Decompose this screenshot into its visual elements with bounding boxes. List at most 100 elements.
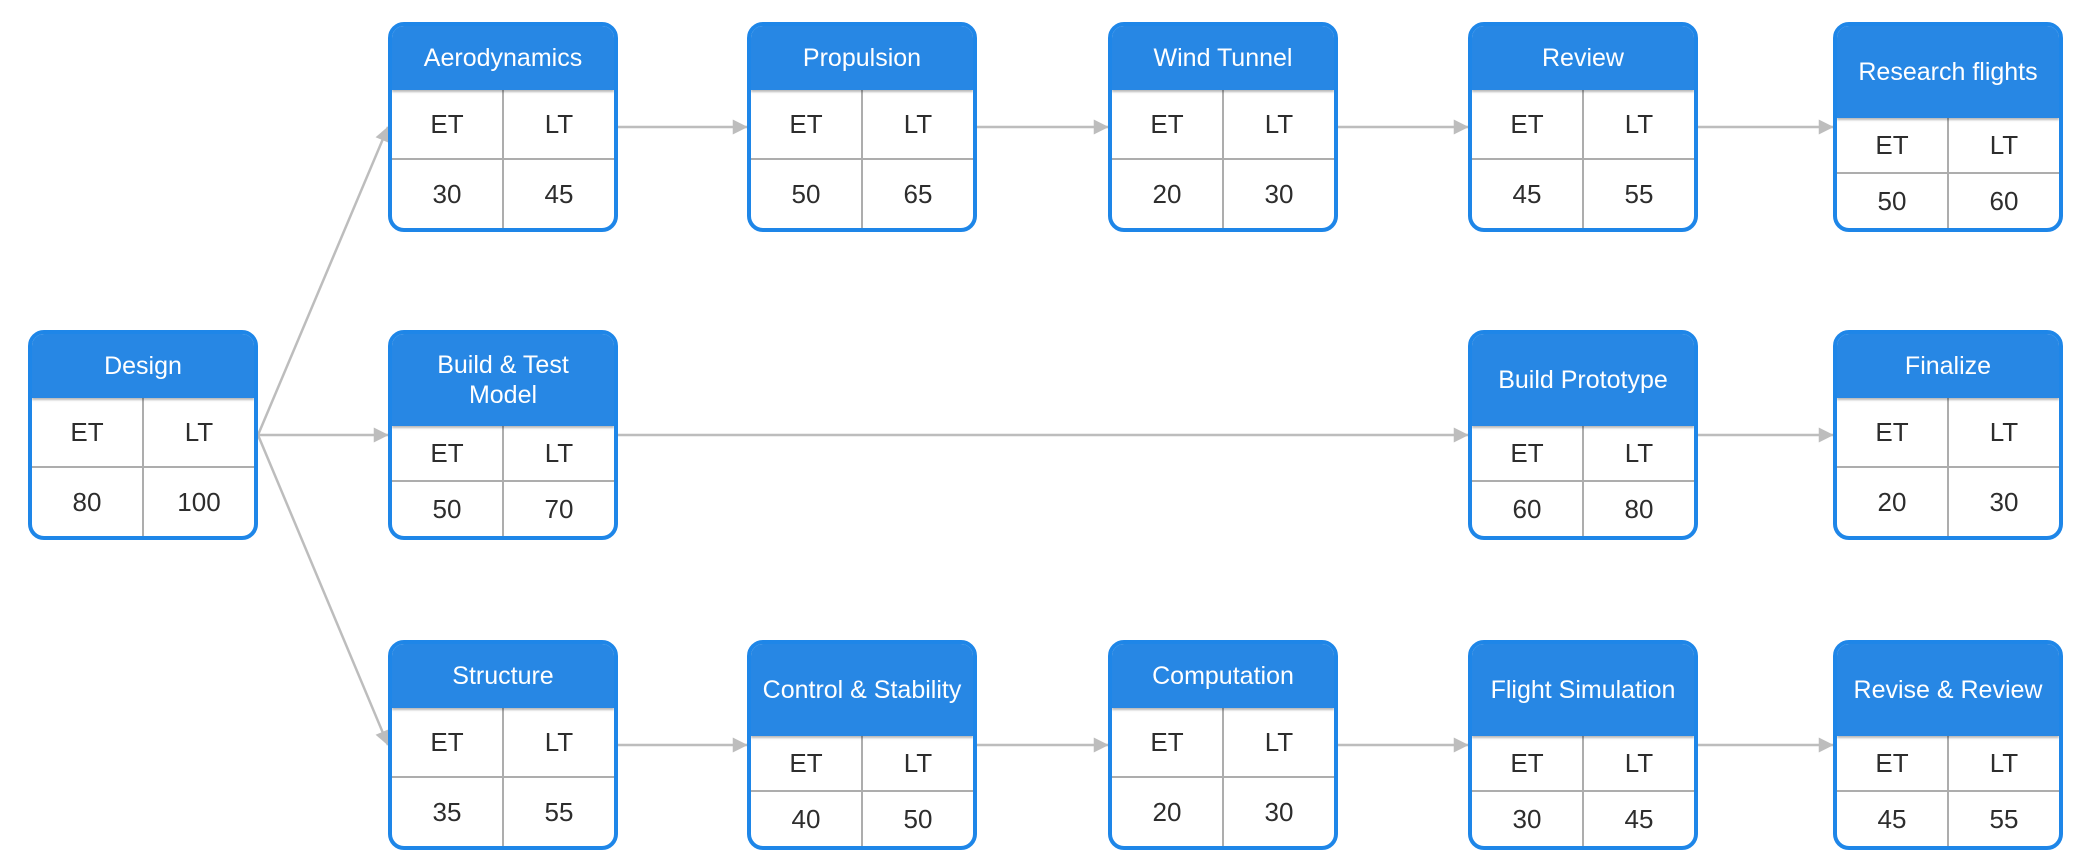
node-table: ET LT 30 45 bbox=[1472, 736, 1694, 846]
node-table: ET LT 35 55 bbox=[392, 708, 614, 846]
node-table: ET LT 60 80 bbox=[1472, 426, 1694, 536]
node-title: Wind Tunnel bbox=[1112, 26, 1334, 90]
et-header-cell: ET bbox=[789, 108, 823, 139]
et-header-cell: ET bbox=[70, 416, 104, 447]
et-value-cell: 60 bbox=[1512, 493, 1542, 524]
lt-value-cell: 30 bbox=[1947, 468, 2059, 536]
node-flight-simulation[interactable]: Flight Simulation ET LT 30 45 bbox=[1468, 640, 1698, 850]
node-title: Structure bbox=[392, 644, 614, 708]
node-table: ET LT 50 65 bbox=[751, 90, 973, 228]
node-table: ET LT 45 55 bbox=[1837, 736, 2059, 846]
lt-header-cell: LT bbox=[502, 90, 614, 158]
node-title: Review bbox=[1472, 26, 1694, 90]
node-title: Flight Simulation bbox=[1472, 644, 1694, 736]
et-value-cell: 35 bbox=[432, 796, 462, 827]
node-table: ET LT 50 70 bbox=[392, 426, 614, 536]
lt-value-cell: 45 bbox=[502, 160, 614, 228]
et-value-cell: 30 bbox=[432, 178, 462, 209]
lt-value-cell: 65 bbox=[861, 160, 973, 228]
node-wind-tunnel[interactable]: Wind Tunnel ET LT 20 30 bbox=[1108, 22, 1338, 232]
lt-value-cell: 60 bbox=[1947, 174, 2059, 228]
et-value-cell: 45 bbox=[1877, 803, 1907, 834]
lt-header-cell: LT bbox=[1582, 426, 1694, 480]
lt-value-cell: 55 bbox=[1582, 160, 1694, 228]
et-header-cell: ET bbox=[1875, 416, 1909, 447]
et-header-cell: ET bbox=[430, 108, 464, 139]
node-table: ET LT 80 100 bbox=[32, 398, 254, 536]
et-header-cell: ET bbox=[1510, 108, 1544, 139]
node-review[interactable]: Review ET LT 45 55 bbox=[1468, 22, 1698, 232]
et-header-cell: ET bbox=[1150, 726, 1184, 757]
node-table: ET LT 20 30 bbox=[1112, 708, 1334, 846]
lt-header-cell: LT bbox=[861, 90, 973, 158]
node-title: Build & Test Model bbox=[392, 334, 614, 426]
et-value-cell: 80 bbox=[72, 486, 102, 517]
node-build-test-model[interactable]: Build & Test Model ET LT 50 70 bbox=[388, 330, 618, 540]
lt-header-cell: LT bbox=[1947, 398, 2059, 466]
node-table: ET LT 50 60 bbox=[1837, 118, 2059, 228]
lt-header-cell: LT bbox=[502, 708, 614, 776]
node-title: Aerodynamics bbox=[392, 26, 614, 90]
lt-value-cell: 30 bbox=[1222, 160, 1334, 228]
lt-value-cell: 100 bbox=[142, 468, 254, 536]
node-table: ET LT 20 30 bbox=[1112, 90, 1334, 228]
node-build-prototype[interactable]: Build Prototype ET LT 60 80 bbox=[1468, 330, 1698, 540]
lt-value-cell: 55 bbox=[1947, 792, 2059, 846]
et-value-cell: 50 bbox=[432, 493, 462, 524]
et-header-cell: ET bbox=[1510, 747, 1544, 778]
lt-value-cell: 55 bbox=[502, 778, 614, 846]
lt-header-cell: LT bbox=[1582, 736, 1694, 790]
node-control-stability[interactable]: Control & Stability ET LT 40 50 bbox=[747, 640, 977, 850]
node-design[interactable]: Design ET LT 80 100 bbox=[28, 330, 258, 540]
lt-header-cell: LT bbox=[1222, 90, 1334, 158]
et-value-cell: 20 bbox=[1152, 796, 1182, 827]
lt-value-cell: 70 bbox=[502, 482, 614, 536]
node-title: Revise & Review bbox=[1837, 644, 2059, 736]
node-research-flights[interactable]: Research flights ET LT 50 60 bbox=[1833, 22, 2063, 232]
et-value-cell: 50 bbox=[791, 178, 821, 209]
et-value-cell: 20 bbox=[1152, 178, 1182, 209]
node-table: ET LT 20 30 bbox=[1837, 398, 2059, 536]
lt-header-cell: LT bbox=[1222, 708, 1334, 776]
node-title: Control & Stability bbox=[751, 644, 973, 736]
node-table: ET LT 45 55 bbox=[1472, 90, 1694, 228]
et-value-cell: 45 bbox=[1512, 178, 1542, 209]
edge-design-aerodynamics[interactable] bbox=[256, 126, 390, 436]
node-title: Design bbox=[32, 334, 254, 398]
et-value-cell: 50 bbox=[1877, 185, 1907, 216]
node-computation[interactable]: Computation ET LT 20 30 bbox=[1108, 640, 1338, 850]
et-header-cell: ET bbox=[430, 726, 464, 757]
edge-design-structure[interactable] bbox=[256, 434, 390, 746]
node-structure[interactable]: Structure ET LT 35 55 bbox=[388, 640, 618, 850]
node-title: Research flights bbox=[1837, 26, 2059, 118]
node-table: ET LT 40 50 bbox=[751, 736, 973, 846]
et-value-cell: 20 bbox=[1877, 486, 1907, 517]
lt-header-cell: LT bbox=[142, 398, 254, 466]
et-header-cell: ET bbox=[789, 747, 823, 778]
et-value-cell: 30 bbox=[1512, 803, 1542, 834]
node-title: Propulsion bbox=[751, 26, 973, 90]
lt-value-cell: 30 bbox=[1222, 778, 1334, 846]
lt-header-cell: LT bbox=[502, 426, 614, 480]
lt-header-cell: LT bbox=[861, 736, 973, 790]
node-table: ET LT 30 45 bbox=[392, 90, 614, 228]
lt-value-cell: 45 bbox=[1582, 792, 1694, 846]
node-title: Finalize bbox=[1837, 334, 2059, 398]
et-header-cell: ET bbox=[430, 437, 464, 468]
et-header-cell: ET bbox=[1875, 129, 1909, 160]
node-propulsion[interactable]: Propulsion ET LT 50 65 bbox=[747, 22, 977, 232]
node-revise-review[interactable]: Revise & Review ET LT 45 55 bbox=[1833, 640, 2063, 850]
lt-value-cell: 50 bbox=[861, 792, 973, 846]
node-title: Build Prototype bbox=[1472, 334, 1694, 426]
lt-header-cell: LT bbox=[1947, 736, 2059, 790]
et-value-cell: 40 bbox=[791, 803, 821, 834]
lt-value-cell: 80 bbox=[1582, 482, 1694, 536]
node-finalize[interactable]: Finalize ET LT 20 30 bbox=[1833, 330, 2063, 540]
et-header-cell: ET bbox=[1510, 437, 1544, 468]
lt-header-cell: LT bbox=[1582, 90, 1694, 158]
node-aerodynamics[interactable]: Aerodynamics ET LT 30 45 bbox=[388, 22, 618, 232]
node-title: Computation bbox=[1112, 644, 1334, 708]
lt-header-cell: LT bbox=[1947, 118, 2059, 172]
